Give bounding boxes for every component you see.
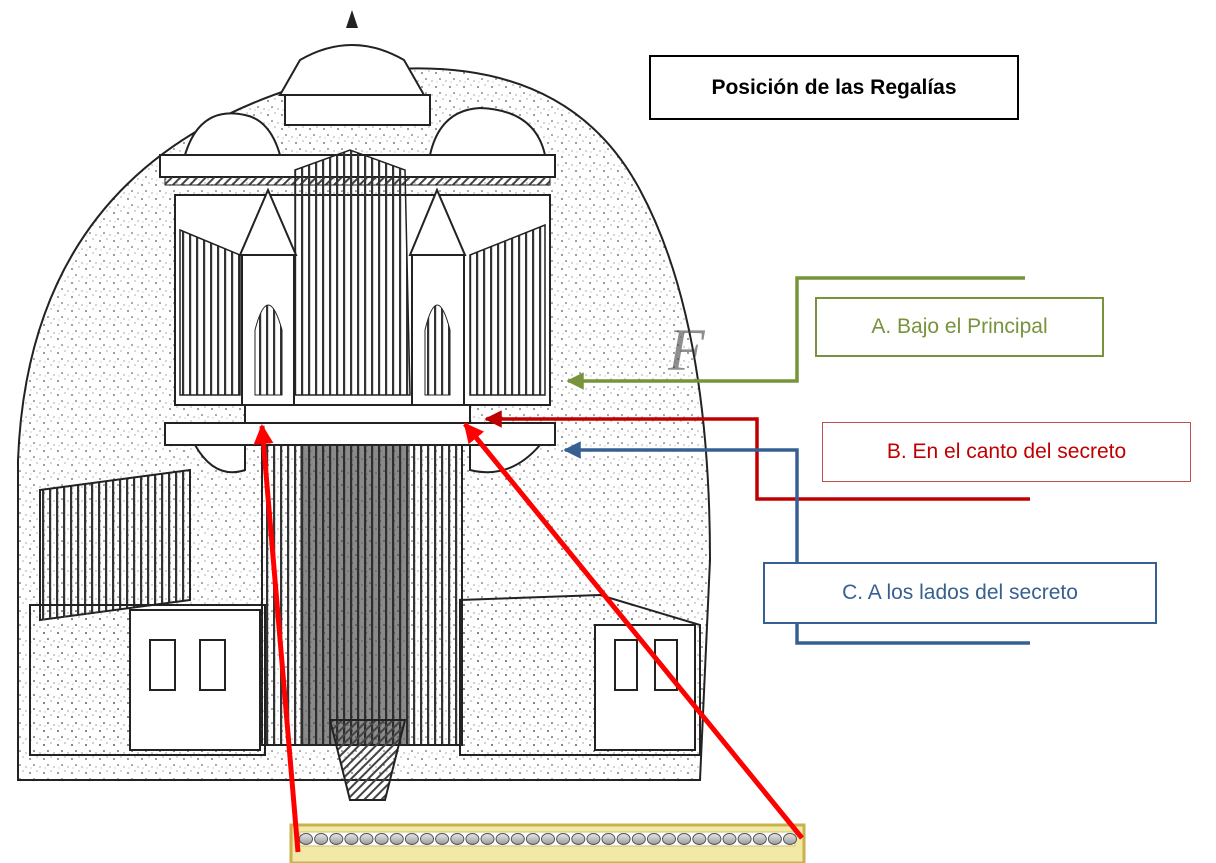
regalia-pipe-bead bbox=[389, 833, 404, 845]
regalia-pipe-bead bbox=[692, 833, 707, 845]
regalia-keyboard-icon bbox=[289, 823, 806, 863]
regalia-pipe-bead bbox=[737, 833, 752, 845]
regalia-pipe-bead bbox=[450, 833, 465, 845]
label-b-canto-secreto: B. En el canto del secreto bbox=[822, 422, 1191, 482]
leader-c bbox=[563, 441, 1030, 645]
label-c-lados-secreto: C. A los lados del secreto bbox=[763, 562, 1157, 624]
regalia-pointer-right bbox=[463, 422, 804, 840]
organ-illustration-icon: F bbox=[17, 10, 712, 801]
regalia-pipe-bead bbox=[314, 833, 329, 845]
regalia-pipe-bead bbox=[631, 833, 646, 845]
regalia-pipe-bead bbox=[510, 833, 525, 845]
regalia-pipe-bead bbox=[601, 833, 616, 845]
leader-a bbox=[566, 276, 1025, 390]
regalia-pipe-bead bbox=[707, 833, 722, 845]
regalia-pipe-bead bbox=[465, 833, 480, 845]
regalia-pipe-bead bbox=[752, 833, 767, 845]
regalia-pipe-bead bbox=[541, 833, 555, 845]
regalia-pipe-bead bbox=[571, 833, 586, 845]
regalia-pipe-bead bbox=[420, 833, 434, 845]
label-a-bajo-principal: A. Bajo el Principal bbox=[815, 297, 1104, 357]
regalia-pipe-bead bbox=[404, 833, 419, 845]
regalia-pipe-bead bbox=[344, 833, 359, 845]
leader-b bbox=[484, 410, 1030, 501]
regalia-pipe-bead bbox=[767, 833, 782, 845]
regalia-pipe-bead bbox=[662, 833, 676, 845]
regalia-pipe-bead bbox=[435, 833, 450, 845]
diagram-title: Posición de las Regalías bbox=[649, 55, 1019, 120]
regalia-pipe-bead bbox=[586, 833, 601, 845]
svg-text:F: F bbox=[667, 317, 706, 383]
regalia-pipe-bead bbox=[480, 833, 495, 845]
regalia-pipe-bead bbox=[495, 833, 510, 845]
regalia-pipe-bead bbox=[359, 833, 374, 845]
regalia-pipe-bead bbox=[646, 833, 661, 845]
regalia-pipe-bead bbox=[677, 833, 692, 845]
regalia-pipe-bead bbox=[299, 833, 313, 845]
regalia-pipe-bead bbox=[783, 833, 797, 845]
regalia-pipe-bead bbox=[616, 833, 631, 845]
regalia-pipe-bead bbox=[722, 833, 737, 845]
regalia-pipe-bead bbox=[525, 833, 540, 845]
regalia-pipe-bead bbox=[374, 833, 389, 845]
regalia-pipe-bead bbox=[556, 833, 571, 845]
regalia-pointer-left bbox=[253, 424, 301, 853]
regalia-pipe-bead bbox=[329, 833, 344, 845]
